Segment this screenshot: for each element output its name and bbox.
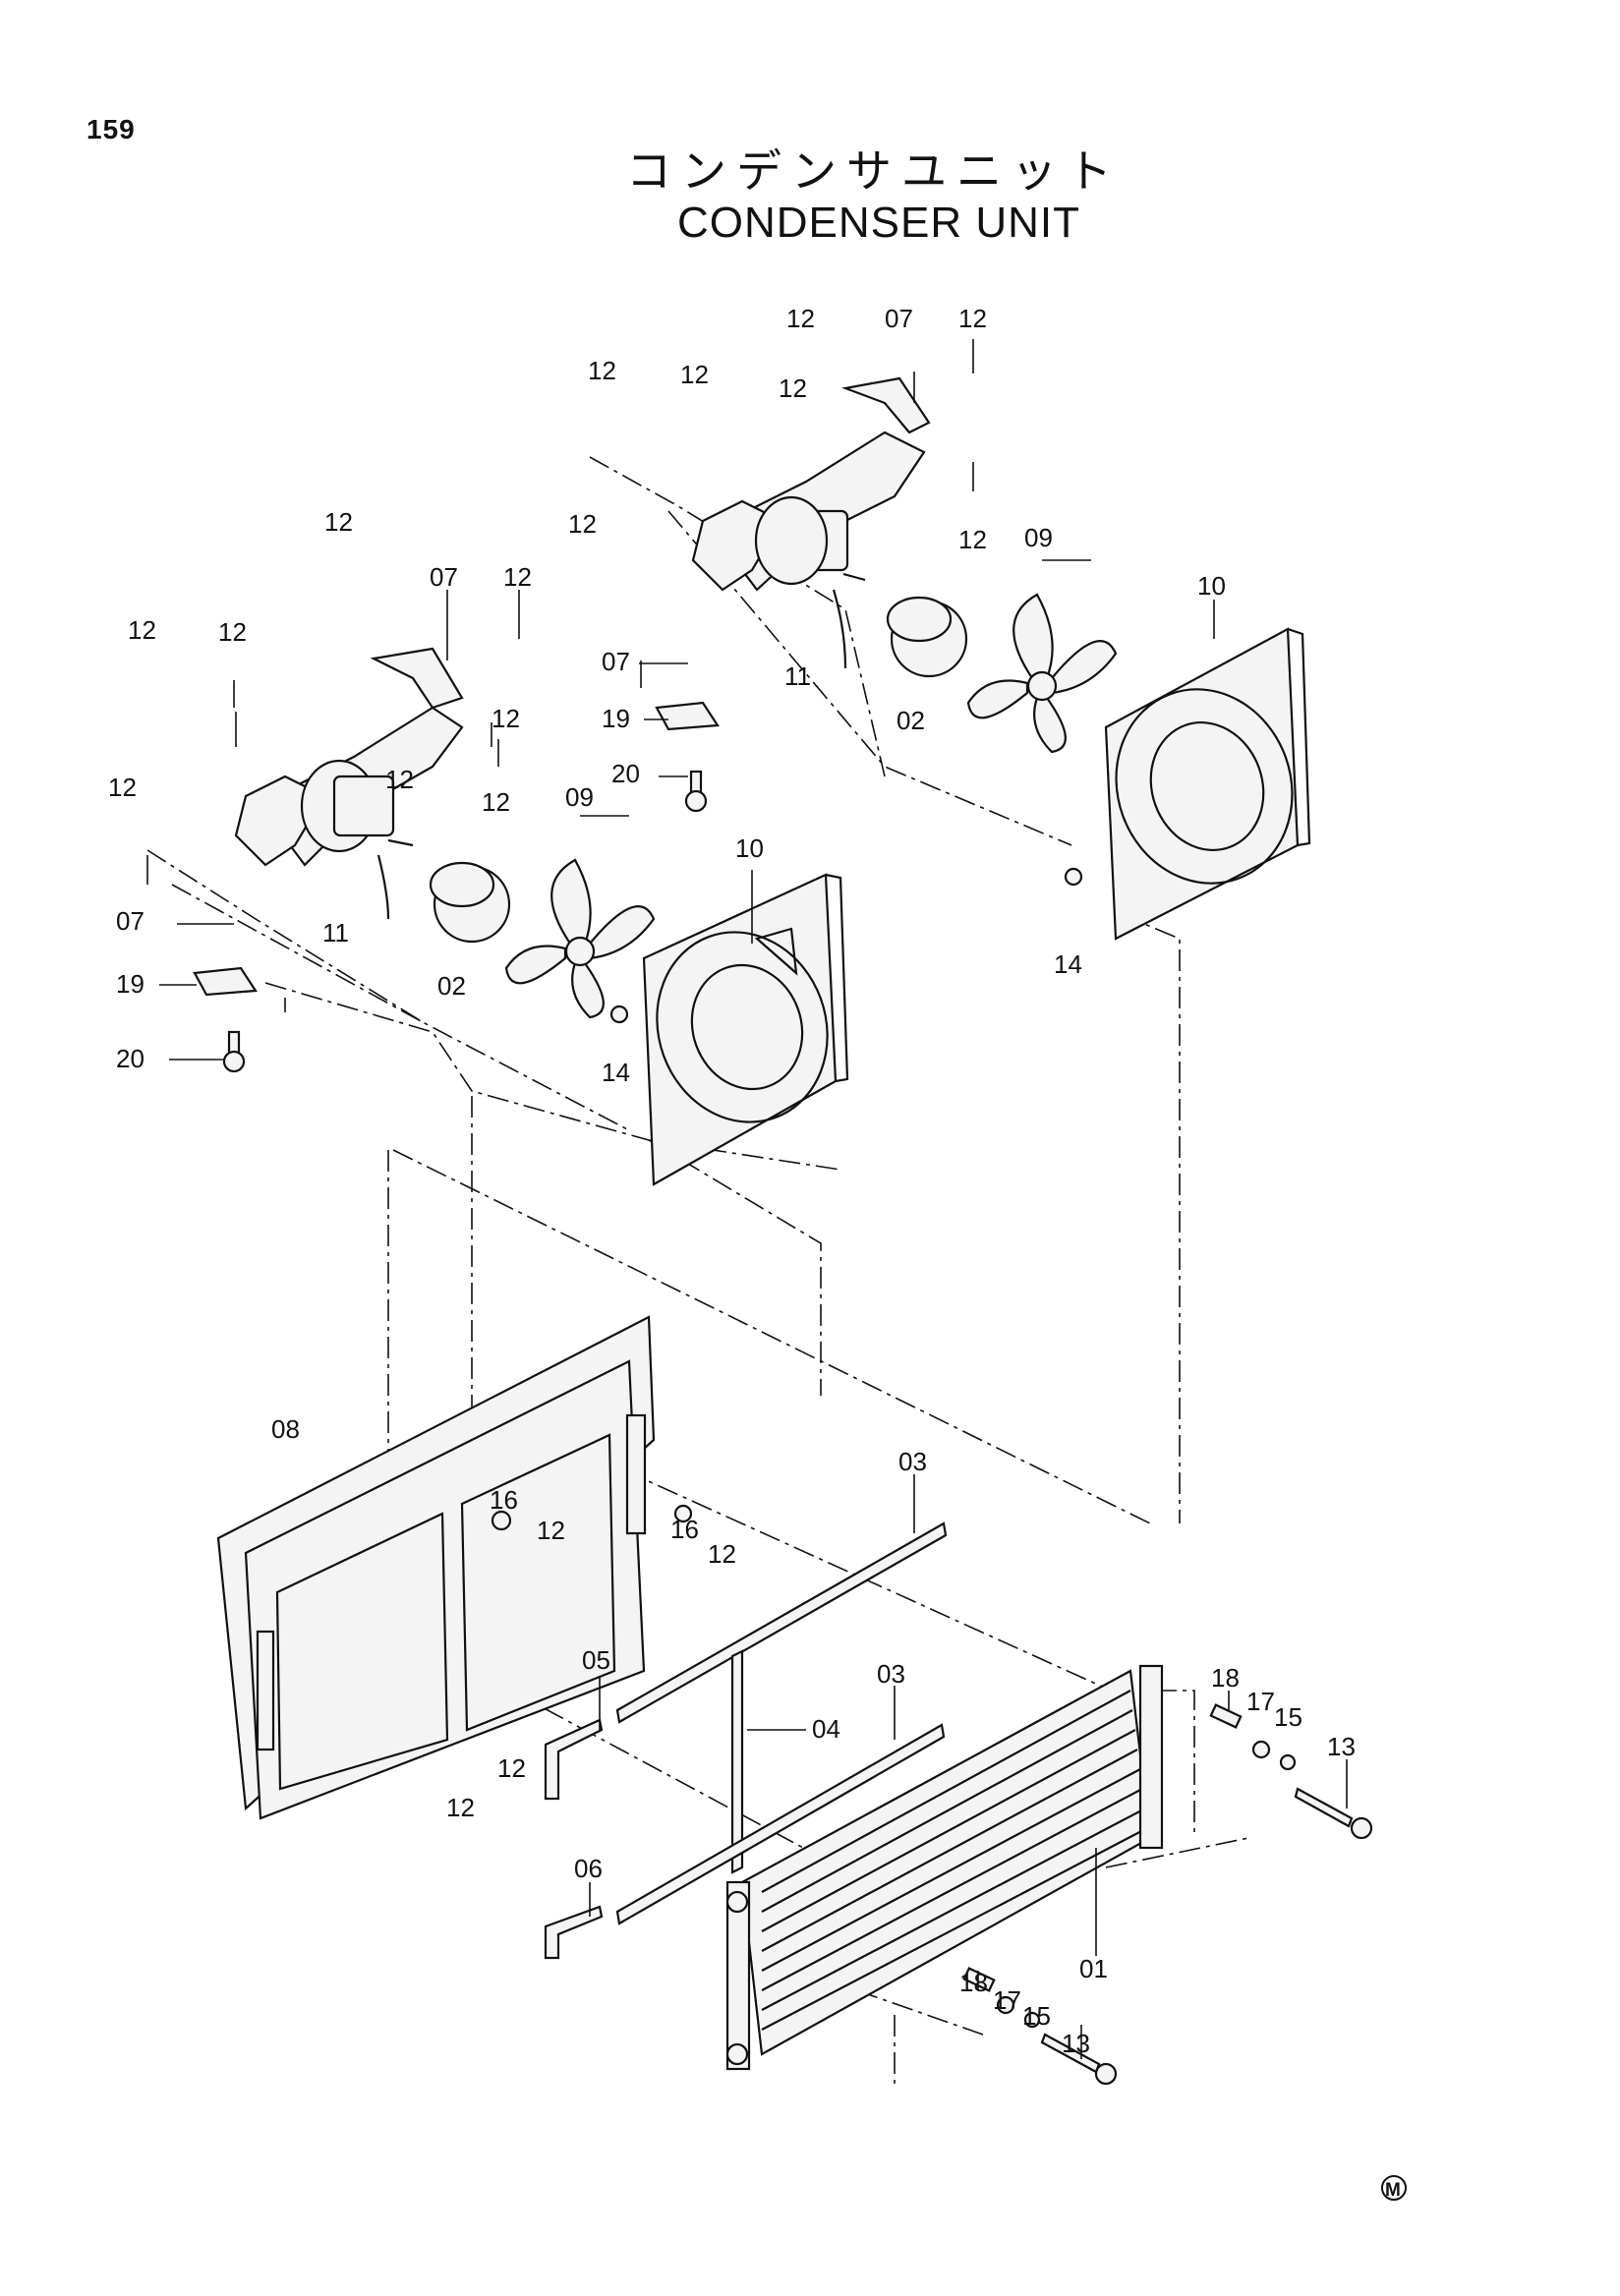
callout: 12: [385, 765, 414, 794]
callout: 09: [565, 782, 594, 812]
strip-04: [730, 1649, 744, 1874]
callout: 13: [1327, 1732, 1356, 1761]
strip-05: [544, 1718, 604, 1801]
svg-text:M: M: [1385, 2180, 1401, 2201]
motor-bracket-07: [370, 647, 464, 710]
callout: 12: [680, 360, 709, 389]
callout-labels: 12 12 12 07 12 12 12 12 09 12 07 11 19 0…: [108, 304, 1356, 2058]
callout: 10: [1197, 571, 1226, 601]
callout: 14: [1054, 949, 1082, 979]
callout: 20: [611, 759, 640, 788]
callout: 03: [877, 1659, 905, 1689]
callout: 10: [735, 833, 764, 863]
callout: 15: [1274, 1702, 1302, 1732]
callout: 08: [271, 1414, 300, 1444]
washer-14-left: [609, 1004, 629, 1024]
callout: 03: [898, 1447, 927, 1476]
fan-09-left: [504, 858, 656, 1019]
callout: 01: [1079, 1954, 1108, 1983]
callout: 12: [568, 509, 597, 539]
callout: 07: [430, 562, 458, 592]
callout: 12: [786, 304, 815, 333]
callout: 20: [116, 1044, 145, 1073]
left-shroud-10: [642, 873, 849, 1186]
callout: 19: [602, 704, 630, 733]
leader-lines: [146, 339, 1348, 2059]
callout: 12: [218, 617, 247, 647]
right-shroud-10: [1104, 627, 1311, 941]
title-japanese: コンデンサユニット: [626, 144, 1122, 198]
callout: 02: [897, 706, 925, 735]
callout: 18: [959, 1968, 988, 1997]
callout: 11: [322, 918, 349, 947]
callout: 13: [1062, 2029, 1090, 2058]
callout: 12: [503, 562, 532, 592]
callout: 19: [116, 969, 145, 999]
clip-19-left: [193, 966, 258, 997]
callout: 11: [784, 661, 811, 691]
condenser-core-01: [725, 1664, 1164, 2071]
callout: 06: [574, 1854, 603, 1883]
callout: 12: [958, 525, 987, 554]
callout: 07: [602, 647, 630, 676]
callout: 12: [779, 373, 807, 403]
callout: 05: [582, 1645, 610, 1675]
strip-03-lower: [615, 1723, 946, 1925]
callout: 17: [1246, 1687, 1275, 1716]
callout: 04: [812, 1714, 840, 1744]
circled-m-mark: M: [1381, 2175, 1407, 2201]
callout: 09: [1024, 523, 1053, 552]
callout: 16: [670, 1515, 699, 1544]
right-motor-assembly: [655, 376, 1118, 887]
seal-strips: [544, 1521, 948, 1960]
callout: 14: [602, 1058, 630, 1087]
callout: 07: [116, 906, 145, 936]
callout: 12: [446, 1793, 475, 1822]
callout: 12: [958, 304, 987, 333]
callout: 07: [885, 304, 913, 333]
callout: 12: [537, 1516, 565, 1545]
callout: 17: [993, 1985, 1021, 2015]
callout: 12: [482, 787, 510, 817]
fan-09-right: [966, 593, 1118, 754]
callout: 16: [490, 1485, 518, 1515]
strip-03-upper: [615, 1521, 948, 1724]
callout: 12: [708, 1539, 736, 1569]
title-english: CONDENSER UNIT: [676, 199, 1081, 247]
bolt-20-left: [222, 1030, 246, 1073]
callout: 12: [128, 615, 156, 645]
frame-08: [216, 1315, 693, 1820]
callout: 12: [324, 507, 353, 537]
callout: 12: [492, 704, 520, 733]
callout: 12: [588, 356, 616, 385]
callout: 12: [108, 773, 137, 802]
callout: 15: [1022, 2001, 1051, 2031]
callout: 12: [497, 1753, 526, 1783]
page-number: 159: [87, 114, 136, 144]
callout: 18: [1211, 1663, 1240, 1693]
motor-wire: [376, 854, 390, 920]
callout: 02: [437, 971, 466, 1001]
left-motor-assembly: [193, 647, 656, 1073]
strip-06: [544, 1905, 604, 1960]
